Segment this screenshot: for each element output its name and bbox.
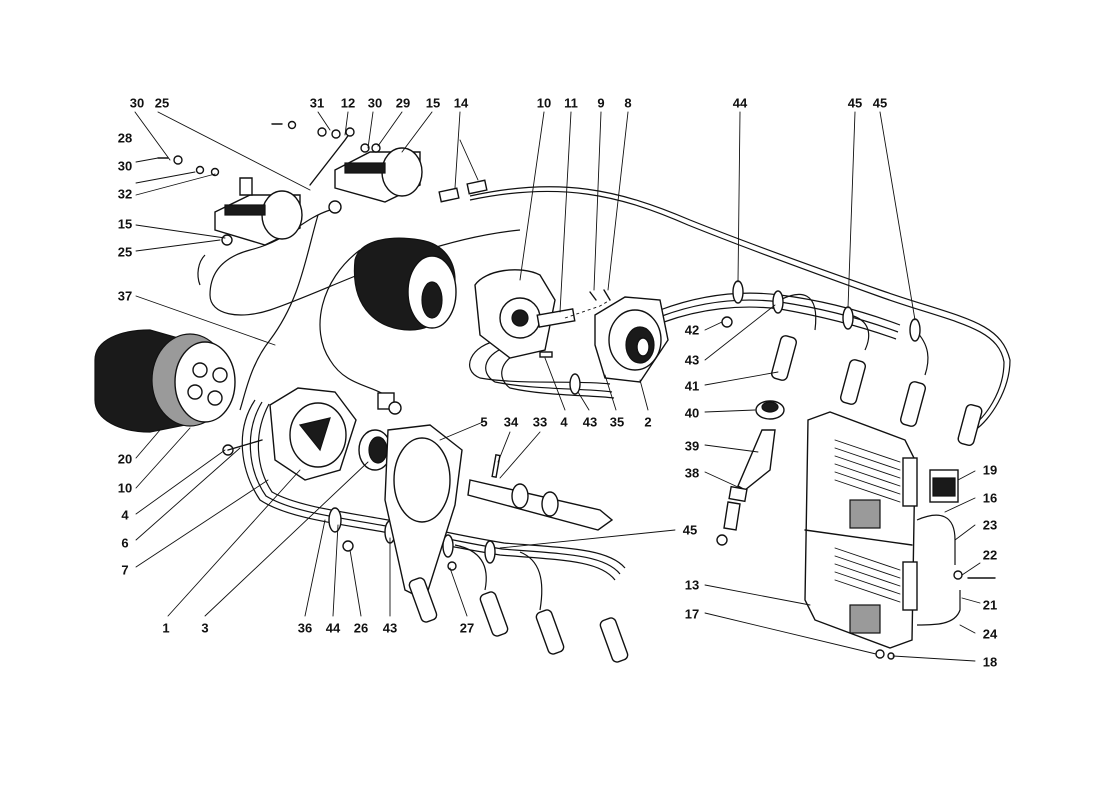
callout-label: 44: [733, 96, 748, 111]
assembly-guide: [564, 299, 611, 319]
callout-label: 43: [583, 415, 597, 430]
callout-label: 42: [685, 323, 699, 338]
gasket: [384, 424, 463, 601]
callout-label: 35: [610, 415, 624, 430]
plug-caps-right: [771, 335, 983, 446]
callout-label: 37: [118, 289, 132, 304]
plug-caps-bottom: [408, 577, 629, 663]
callout-label: 13: [685, 578, 699, 593]
callout-label: 40: [685, 406, 699, 421]
callout-labels: 30 25 31 12 30 29 15 14 10 11 9 8 44 45 …: [118, 96, 998, 670]
callout-label: 36: [298, 621, 312, 636]
callout-label: 10: [537, 96, 551, 111]
callout-label: 21: [983, 598, 997, 613]
screw-9: [589, 291, 597, 301]
callout-label: 2: [644, 415, 651, 430]
distributor-flange-right: [594, 296, 669, 383]
screw-8: [603, 289, 611, 301]
callout-label: 17: [685, 607, 699, 622]
callout-label: 7: [121, 563, 128, 578]
callout-label: 8: [624, 96, 631, 111]
ignition-control-unit: [804, 411, 996, 660]
callout-label: 5: [480, 415, 487, 430]
callout-label: 26: [354, 621, 368, 636]
callout-label: 43: [383, 621, 397, 636]
callout-label: 12: [341, 96, 355, 111]
callout-label: 28: [118, 131, 132, 146]
screw-shaft: [227, 439, 263, 451]
callout-label: 1: [162, 621, 169, 636]
spark-plug: [716, 429, 776, 546]
callout-label: 30: [118, 159, 132, 174]
callout-label: 16: [983, 491, 997, 506]
callout-label: 11: [564, 96, 578, 111]
distributor-cover-left: [94, 329, 236, 433]
ignition-coil-right: [309, 127, 423, 203]
callout-label: 33: [533, 415, 547, 430]
ignition-coil-left: [214, 177, 342, 246]
leader-lines: [134, 111, 981, 662]
callout-label: 4: [560, 415, 568, 430]
coil-fasteners: [157, 120, 488, 203]
callout-label: 25: [118, 245, 132, 260]
callout-label: 3: [201, 621, 208, 636]
callout-label: 6: [121, 536, 128, 551]
callout-label: 14: [454, 96, 469, 111]
callout-label: 45: [683, 523, 697, 538]
callout-label: 25: [155, 96, 169, 111]
drive-shaft: [467, 454, 614, 531]
callout-label: 32: [118, 187, 132, 202]
callout-label: 20: [118, 452, 132, 467]
distributor-cover-right: [353, 237, 457, 331]
callout-label: 45: [873, 96, 887, 111]
pickup-sensor: [377, 392, 402, 415]
callout-label: 10: [118, 481, 132, 496]
callout-label: 41: [685, 379, 699, 394]
callout-label: 18: [983, 655, 997, 670]
callout-label: 45: [848, 96, 862, 111]
callout-label: 43: [685, 353, 699, 368]
callout-label: 29: [396, 96, 410, 111]
callout-label: 30: [130, 96, 144, 111]
spark-plug-boot: [755, 400, 785, 420]
distributor-body-right: [474, 269, 576, 359]
callout-label: 23: [983, 518, 997, 533]
callout-label: 24: [983, 627, 998, 642]
callout-label: 39: [685, 439, 699, 454]
callout-label: 30: [368, 96, 382, 111]
callout-label: 19: [983, 463, 997, 478]
distributor-flange-left: [269, 387, 357, 481]
callout-label: 38: [685, 466, 699, 481]
callout-label: 15: [426, 96, 440, 111]
callout-label: 34: [504, 415, 519, 430]
callout-label: 9: [597, 96, 604, 111]
callout-label: 22: [983, 548, 997, 563]
callout-label: 15: [118, 217, 132, 232]
callout-label: 27: [460, 621, 474, 636]
callout-label: 4: [121, 508, 129, 523]
callout-label: 31: [310, 96, 324, 111]
seal-ring: [358, 429, 392, 471]
callout-label: 44: [326, 621, 341, 636]
